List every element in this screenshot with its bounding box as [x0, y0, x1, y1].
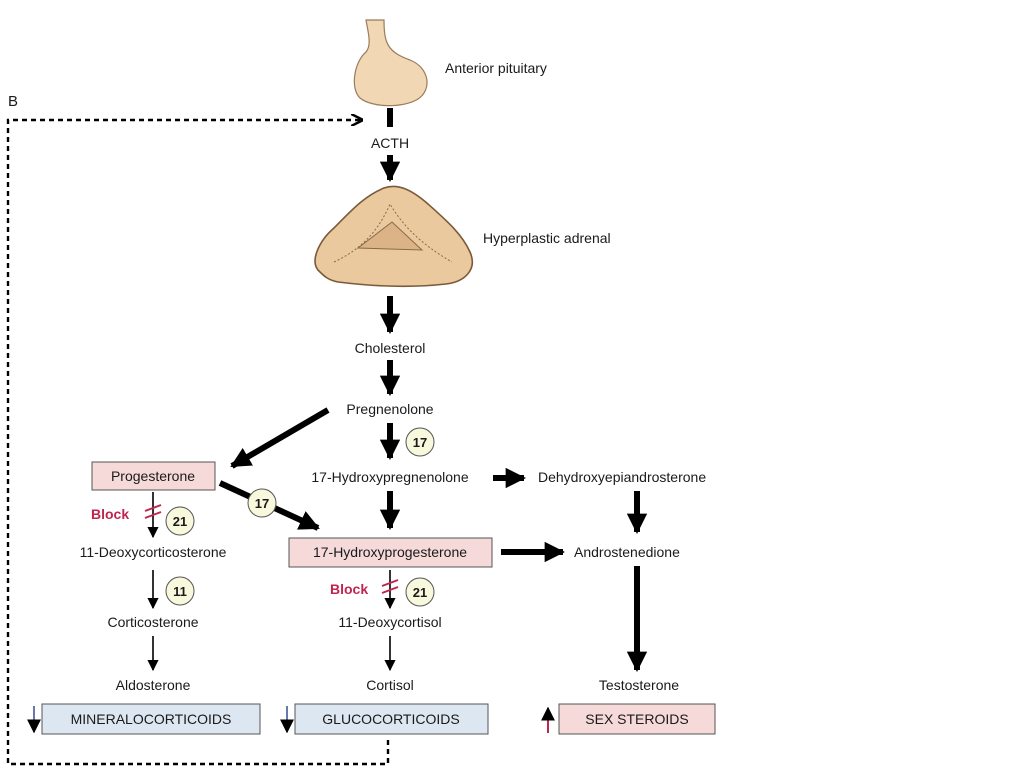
11-deoxycorticosterone-label: 11-Deoxycorticosterone	[80, 544, 227, 560]
enzyme-17-circle-a	[405, 427, 435, 457]
block-mark-a-1	[144, 504, 162, 512]
enzyme-17-label-b: 17	[255, 496, 269, 511]
block-mark-b-2	[381, 586, 399, 594]
corticosterone-label: Corticosterone	[107, 614, 198, 630]
dehydroepiandrosterone-label: Dehydroxyepiandrosterone	[538, 469, 706, 485]
enzyme-11-label: 11	[173, 584, 187, 599]
pregnenolone-label: Pregnenolone	[346, 401, 433, 417]
progesterone-label: Progesterone	[111, 468, 195, 484]
adrenal-texture	[333, 202, 453, 263]
enzyme-17-label-a: 17	[413, 435, 427, 450]
anterior-pituitary-label: Anterior pituitary	[445, 60, 547, 76]
block-mark-a-2	[144, 511, 162, 519]
enzyme-21-circle-a	[165, 506, 195, 536]
testosterone-label: Testosterone	[599, 677, 679, 693]
progesterone-box	[91, 461, 216, 491]
cholesterol-label: Cholesterol	[355, 340, 426, 356]
17-hydroxypregnenolone-label: 17-Hydroxypregnenolone	[311, 469, 468, 485]
androstenedione-label: Androstenedione	[574, 544, 680, 560]
adrenal-medulla	[356, 221, 424, 251]
sex-steroids-box	[558, 703, 716, 735]
block-label-a: Block	[91, 506, 129, 522]
pregnenolone-to-progesterone-arrow	[230, 407, 330, 469]
mineralocorticoids-box	[41, 703, 261, 735]
mineralocorticoids-label: MINERALOCORTICOIDS	[71, 711, 232, 727]
enzyme-11-circle	[165, 576, 195, 606]
acth-label: ACTH	[371, 135, 409, 151]
enzyme-17-circle-b	[247, 488, 277, 518]
cortisol-label: Cortisol	[366, 677, 413, 693]
enzyme-21-circle-b	[405, 577, 435, 607]
glucocorticoids-box	[294, 703, 489, 735]
glucocorticoids-label: GLUCOCORTICOIDS	[322, 711, 459, 727]
block-label-b: Block	[330, 581, 368, 597]
17-hydroxyprogesterone-box	[288, 537, 493, 568]
11-deoxycortisol-label: 11-Deoxycortisol	[338, 614, 441, 630]
aldosterone-label: Aldosterone	[116, 677, 191, 693]
17-hydroxyprogesterone-label: 17-Hydroxyprogesterone	[313, 544, 467, 560]
pituitary-gland-illustration	[353, 19, 428, 107]
panel-label: B	[8, 93, 18, 110]
block-mark-b-1	[381, 579, 399, 587]
sex-steroids-label: SEX STEROIDS	[585, 711, 688, 727]
hyperplastic-adrenal-label: Hyperplastic adrenal	[483, 230, 611, 246]
enzyme-21-label-a: 21	[173, 514, 187, 529]
enzyme-21-label-b: 21	[413, 585, 427, 600]
feedback-dashed-line	[6, 120, 390, 766]
